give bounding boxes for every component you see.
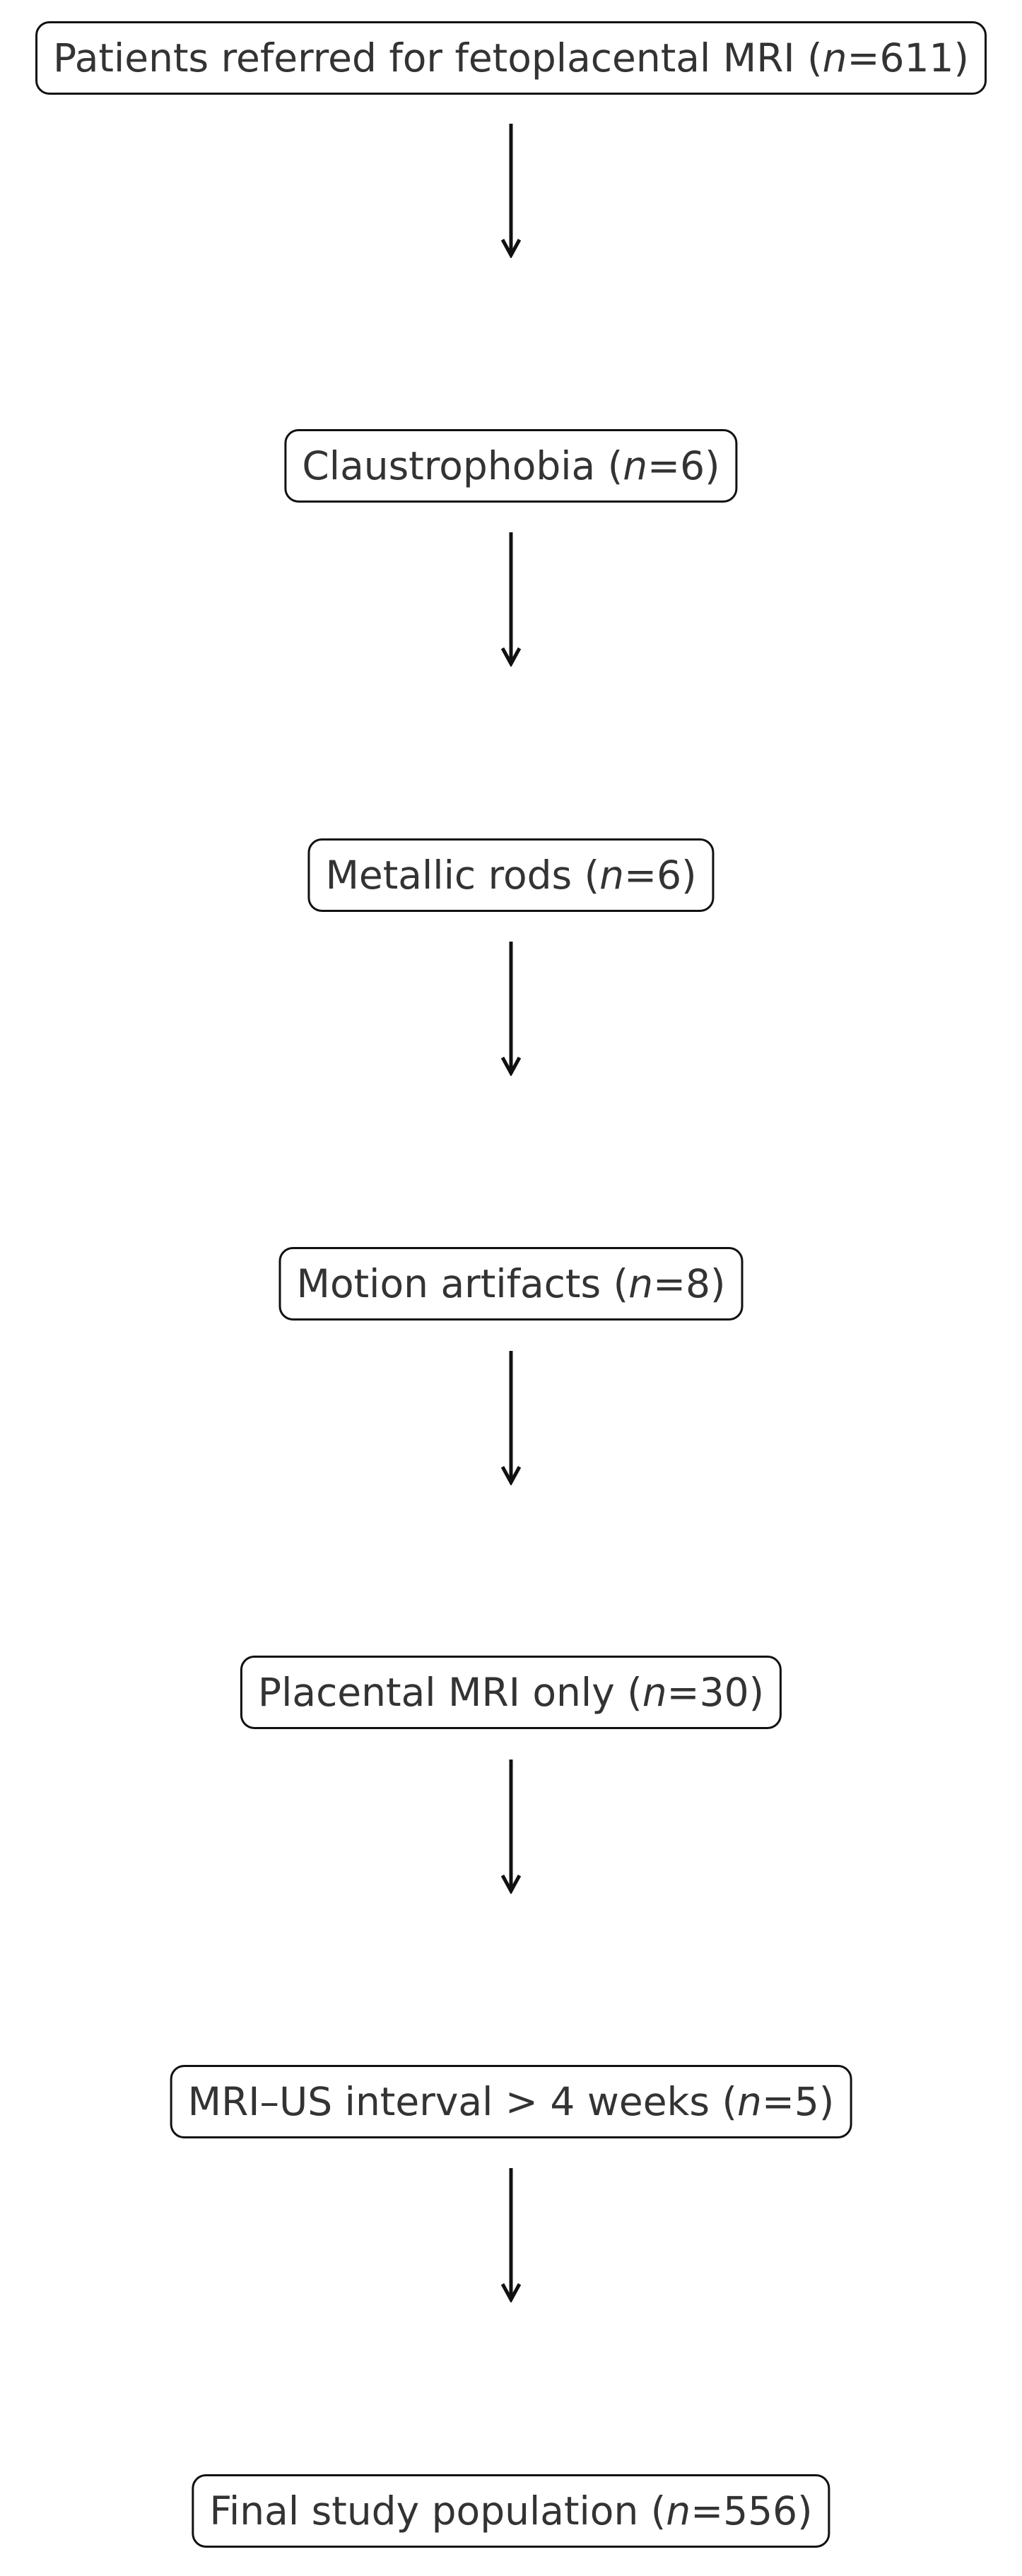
box-claustrophobia: Claustrophobia (n=6): [284, 429, 738, 503]
box-claustrophobia-label: Claustrophobia (: [302, 443, 623, 488]
box-placental-mri-only: Placental MRI only (n=30): [240, 1656, 782, 1729]
box-motion-artifacts-n-symbol: n: [628, 1261, 653, 1306]
box-motion-artifacts-count: =8): [652, 1261, 726, 1306]
down-arrow-icon: [500, 124, 522, 258]
box-claustrophobia-count: =6): [647, 443, 720, 488]
box-motion-artifacts-label: Motion artifacts (: [296, 1261, 629, 1306]
down-arrow-icon: [500, 1351, 522, 1485]
arrow-2: [497, 532, 525, 667]
box-final-population-n-symbol: n: [666, 2488, 691, 2534]
box-metallic-rods: Metallic rods (n=6): [307, 838, 715, 912]
box-mri-us-interval-n-symbol: n: [736, 2079, 762, 2124]
box-mri-us-interval-label: MRI–US interval > 4 weeks (: [187, 2079, 737, 2124]
box-mri-us-interval: MRI–US interval > 4 weeks (n=5): [170, 2065, 852, 2138]
box-metallic-rods-label: Metallic rods (: [325, 853, 600, 898]
arrow-6: [497, 2168, 525, 2302]
down-arrow-icon: [500, 1760, 522, 1894]
box-motion-artifacts: Motion artifacts (n=8): [278, 1247, 744, 1321]
box-placental-mri-only-label: Placental MRI only (: [257, 1670, 642, 1715]
box-final-population-count: =556): [691, 2488, 813, 2534]
arrow-3: [497, 942, 525, 1076]
arrow-4: [497, 1351, 525, 1485]
arrow-5: [497, 1760, 525, 1894]
box-placental-mri-only-n-symbol: n: [642, 1670, 667, 1715]
box-referred-n-symbol: n: [822, 35, 847, 81]
down-arrow-icon: [500, 942, 522, 1076]
box-referred-count: =611): [847, 35, 969, 81]
box-mri-us-interval-count: =5): [761, 2079, 835, 2124]
down-arrow-icon: [500, 2168, 522, 2302]
box-final-population: Final study population (n=556): [192, 2474, 830, 2548]
down-arrow-icon: [500, 532, 522, 667]
box-claustrophobia-n-symbol: n: [623, 443, 648, 488]
box-final-population-label: Final study population (: [209, 2488, 666, 2534]
box-metallic-rods-n-symbol: n: [599, 853, 624, 898]
box-metallic-rods-count: =6): [624, 853, 697, 898]
box-referred: Patients referred for fetoplacental MRI …: [35, 21, 987, 95]
box-referred-label: Patients referred for fetoplacental MRI …: [53, 35, 823, 81]
box-placental-mri-only-count: =30): [666, 1670, 765, 1715]
arrow-1: [497, 124, 525, 258]
